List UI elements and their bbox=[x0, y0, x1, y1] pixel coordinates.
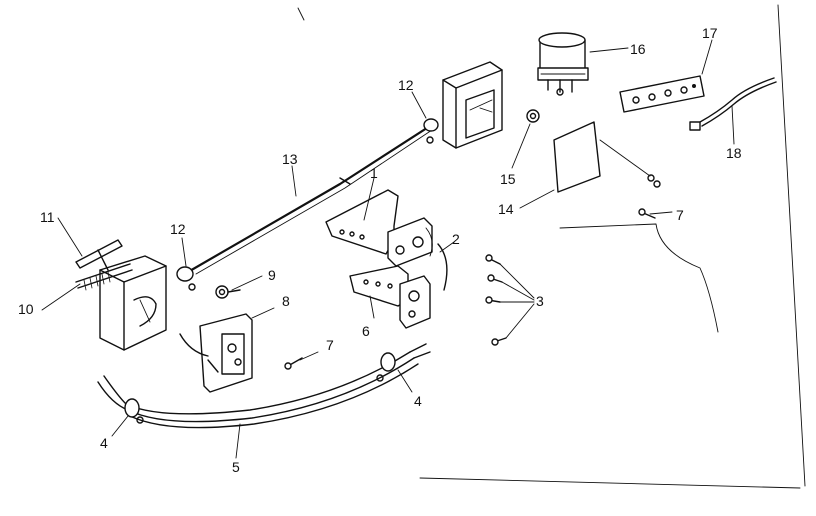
callout-labels: 1 2 3 4 4 5 6 7 7 8 9 10 11 12 12 13 14 … bbox=[18, 25, 742, 475]
callout-18: 18 bbox=[726, 145, 742, 161]
callout-8: 8 bbox=[282, 293, 290, 309]
capacitor-part-16 bbox=[537, 32, 589, 96]
wire-harness-part-5 bbox=[97, 343, 431, 429]
callout-4-right: 4 bbox=[414, 393, 422, 409]
rod-part-13 bbox=[186, 124, 433, 275]
callout-7-upper: 7 bbox=[676, 207, 684, 223]
callout-12-upper: 12 bbox=[398, 77, 414, 93]
screws-part-3 bbox=[485, 254, 507, 346]
callout-11: 11 bbox=[40, 209, 55, 225]
plate-part-14 bbox=[553, 121, 661, 193]
callout-4-left: 4 bbox=[100, 435, 108, 451]
callout-16: 16 bbox=[630, 41, 646, 57]
callout-6: 6 bbox=[362, 323, 370, 339]
leader-lines bbox=[41, 39, 735, 459]
housing-upper bbox=[442, 61, 503, 149]
callout-17: 17 bbox=[702, 25, 718, 41]
nut-part-9 bbox=[215, 285, 241, 299]
tube-part-11 bbox=[75, 239, 123, 271]
callout-1: 1 bbox=[370, 165, 378, 181]
clip-part-12-lower bbox=[176, 266, 196, 291]
callout-14: 14 bbox=[498, 201, 514, 217]
screws-part-7-upper bbox=[559, 208, 719, 333]
callout-7-lower: 7 bbox=[326, 337, 334, 353]
bracket-part-6 bbox=[349, 265, 431, 329]
clip-part-12-upper bbox=[423, 118, 439, 144]
bracket-part-1 bbox=[325, 189, 433, 267]
callout-13: 13 bbox=[282, 151, 298, 167]
callout-10: 10 bbox=[18, 301, 34, 317]
terminal-strip-part-17 bbox=[619, 75, 705, 113]
page-edge-lines bbox=[297, 4, 806, 489]
switch-part-8 bbox=[179, 313, 253, 393]
callout-2: 2 bbox=[452, 231, 460, 247]
callout-9: 9 bbox=[268, 267, 276, 283]
callout-5: 5 bbox=[232, 459, 240, 475]
curved-part-2 bbox=[437, 243, 448, 291]
nut-part-15 bbox=[526, 109, 540, 123]
coil-part-10 bbox=[75, 263, 133, 291]
lead-wire-part-18 bbox=[689, 77, 777, 131]
screw-part-7-lower bbox=[284, 357, 303, 370]
housing-left bbox=[99, 255, 167, 351]
callout-15: 15 bbox=[500, 171, 516, 187]
callout-12-lower: 12 bbox=[170, 221, 186, 237]
wire-clips-part-4 bbox=[124, 352, 396, 424]
callout-3: 3 bbox=[536, 293, 544, 309]
